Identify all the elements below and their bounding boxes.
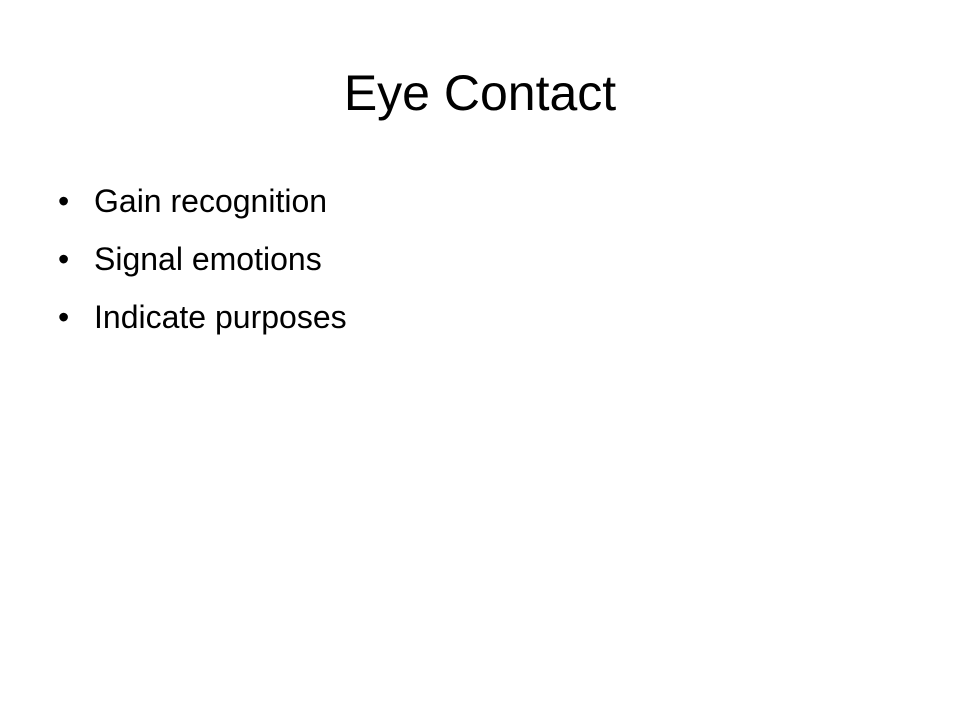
list-item: • Indicate purposes [58, 288, 347, 346]
bullet-icon: • [58, 183, 70, 219]
list-item: • Signal emotions [58, 230, 347, 288]
bullet-text: Indicate purposes [94, 299, 347, 335]
bullet-text: Signal emotions [94, 241, 322, 277]
slide-title: Eye Contact [343, 65, 617, 121]
bullet-text: Gain recognition [94, 183, 328, 219]
bullet-icon: • [58, 299, 70, 335]
bullet-list: • Gain recognition • Signal emotions • Indi… [58, 172, 347, 346]
list-item: • Gain recognition [58, 172, 347, 230]
bullet-icon: • [58, 241, 70, 277]
